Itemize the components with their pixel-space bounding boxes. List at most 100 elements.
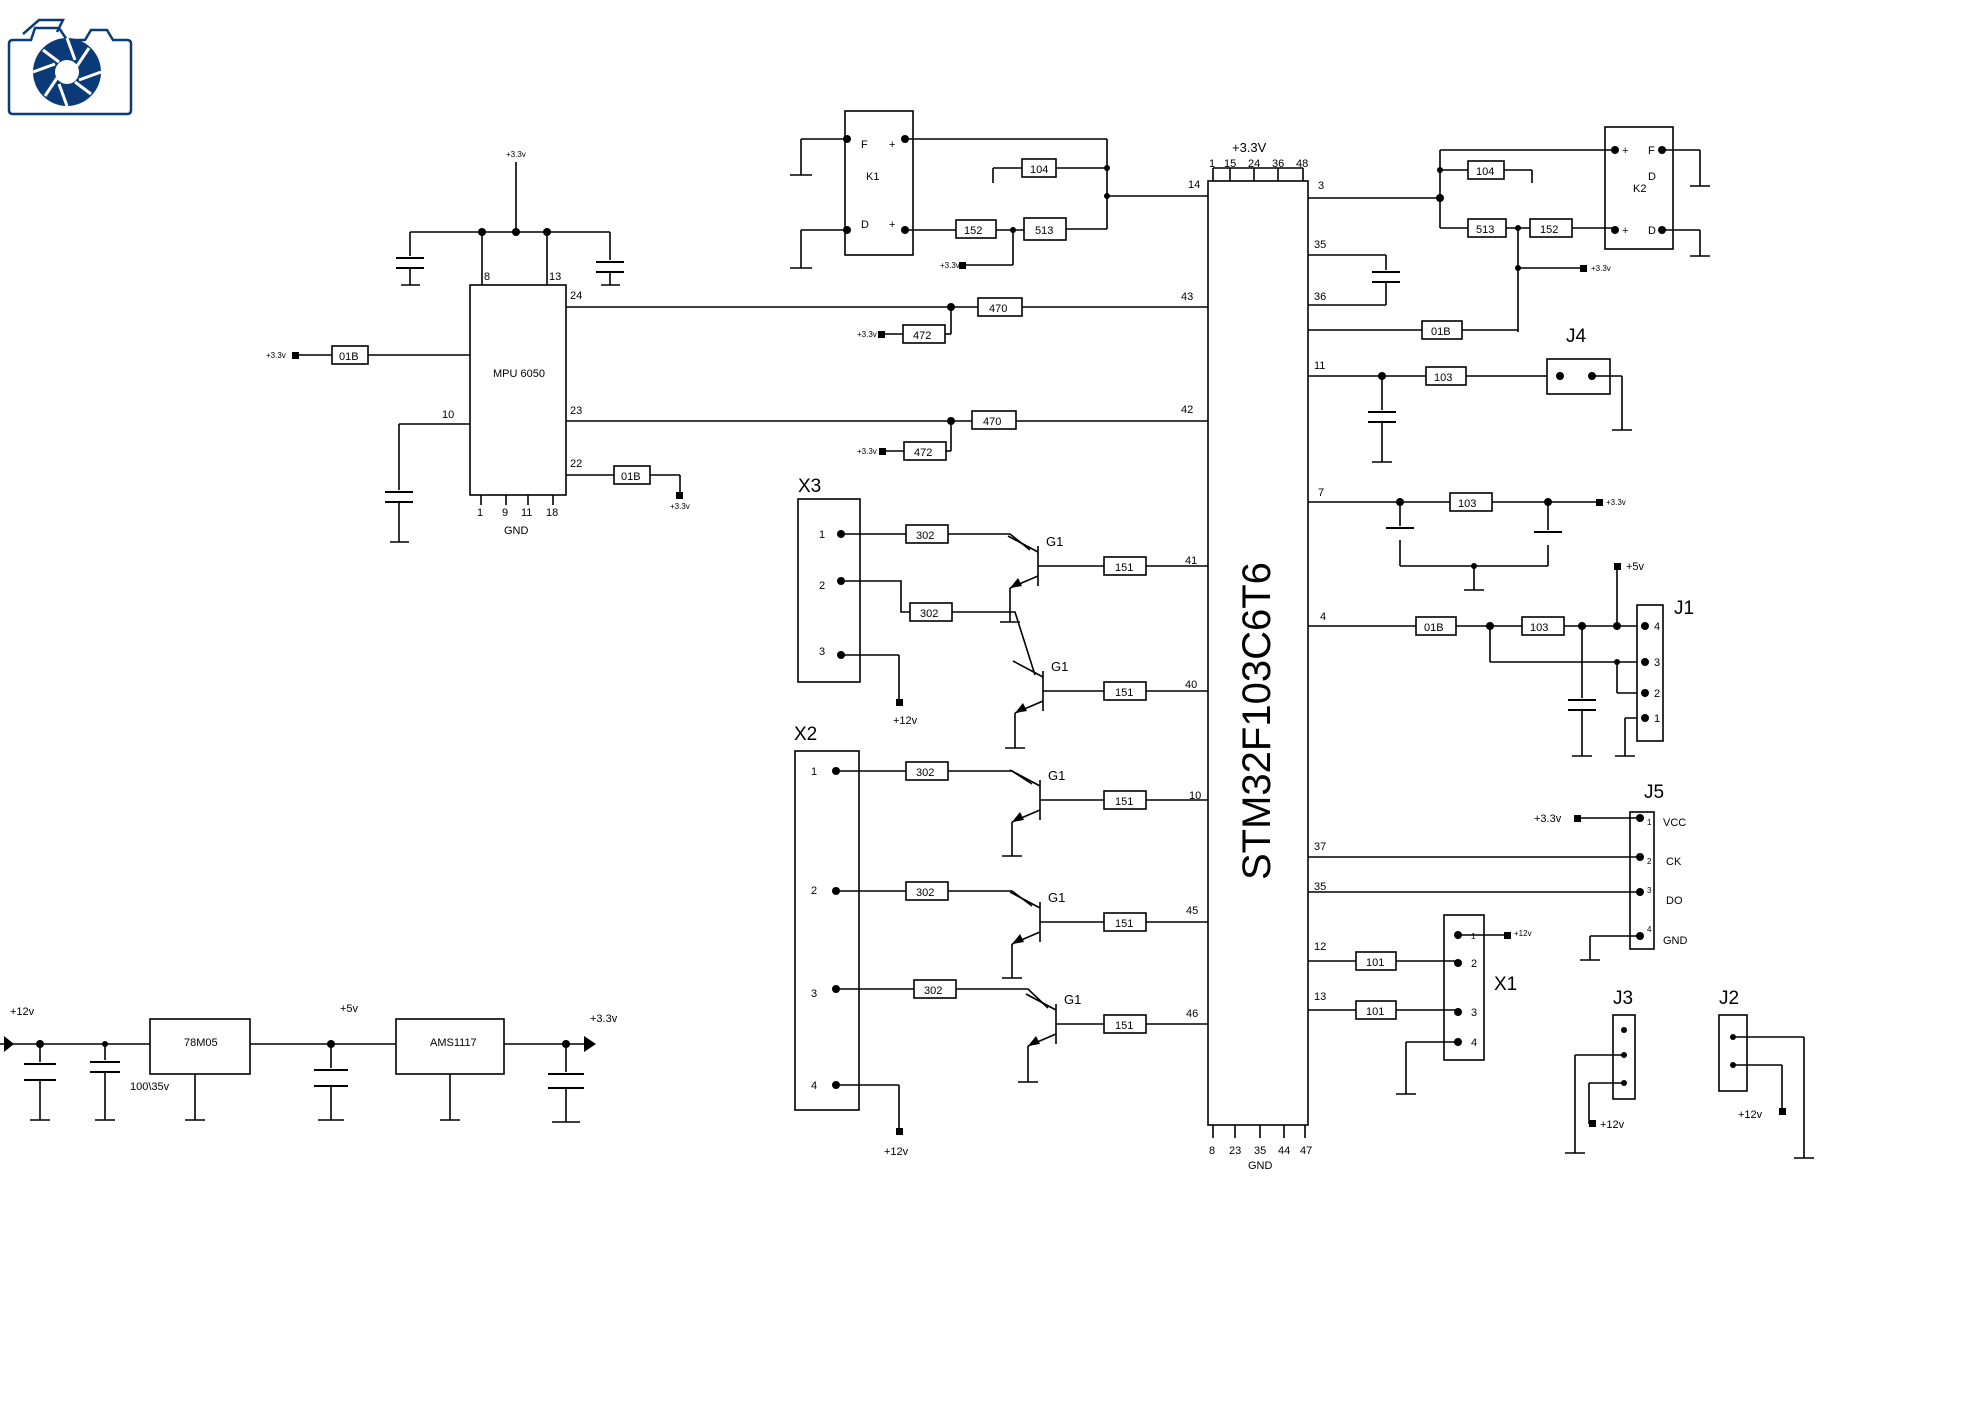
x1-pin: 3: [1471, 1007, 1477, 1019]
resistor-label: 151: [1115, 562, 1133, 574]
x2-pin: 1: [811, 766, 817, 778]
decoupling-7: 103 +3.3v: [1308, 492, 1626, 591]
j1-pin: 2: [1654, 688, 1660, 700]
j3-name: J3: [1613, 988, 1633, 1009]
mpu-gnd-label: GND: [504, 525, 529, 537]
x1-connector: X1 1 2 3 4 +12v 101 101: [1308, 914, 1532, 1095]
power-supply: +12v 100\35v 78M05 +5v: [0, 1003, 618, 1123]
mcu-top-pin: 1: [1209, 158, 1215, 170]
mpu-pin: 1: [477, 507, 483, 519]
j5-pin-label: CK: [1666, 856, 1682, 868]
j5-pin: 1: [1647, 818, 1652, 827]
pin-label: 7: [1318, 487, 1324, 499]
camera-shutter-icon: [7, 18, 133, 116]
mpu-supply-label: +3.3v: [506, 150, 526, 159]
pin-label: 46: [1186, 1008, 1198, 1020]
pin-label: 4: [1320, 611, 1326, 623]
resistor-label: 01B: [1431, 326, 1451, 338]
mpu-pin: 11: [521, 507, 532, 519]
pin-label: 43: [1181, 291, 1193, 303]
j5-pin-label: GND: [1663, 935, 1688, 947]
supply-label: +12v: [1738, 1109, 1763, 1121]
pin-label: 41: [1185, 555, 1197, 567]
x2-pin: 2: [811, 885, 817, 897]
k2-d-label: D: [1648, 225, 1656, 237]
x1-pin: 4: [1471, 1037, 1477, 1049]
pin-label: 3: [1318, 180, 1324, 192]
resistor-label: 513: [1035, 225, 1053, 237]
resistor-label: 01B: [1424, 622, 1444, 634]
resistor-label: 151: [1115, 918, 1133, 930]
pin-label: 14: [1188, 179, 1200, 191]
j5-pin: 2: [1647, 857, 1652, 866]
j2-name: J2: [1719, 988, 1739, 1009]
j1-pin: 3: [1654, 657, 1660, 669]
mcu-bottom-pin: 47: [1300, 1145, 1312, 1157]
mpu-in-supply: +3.3v: [266, 351, 286, 360]
supply-label: +3.3v: [1606, 498, 1626, 507]
mpu-name: MPU 6050: [493, 368, 545, 380]
resistor-label: 152: [964, 225, 982, 237]
supply-label: +3.3v: [940, 261, 960, 270]
pin-label: 10: [1189, 790, 1201, 802]
mcu-top-pin: 24: [1248, 158, 1260, 170]
pin-label: 36: [1314, 291, 1326, 303]
supply-label: +3.3v: [857, 447, 877, 456]
j5-pin: 4: [1647, 925, 1652, 934]
k1-plus-label: +: [889, 139, 895, 151]
k1-module: K1 F D + + 104: [790, 110, 1208, 270]
pin-label: 35: [1314, 881, 1326, 893]
supply-label: +12v: [893, 715, 918, 727]
mcu-top-pin: 15: [1224, 158, 1236, 170]
reg1-name: 78M05: [184, 1037, 218, 1049]
mpu-pin: 8: [484, 271, 490, 283]
pin-label: 11: [1314, 360, 1325, 372]
resistor-label: 151: [1115, 687, 1133, 699]
mpu-pin: 10: [442, 409, 454, 421]
k1-plus-label: +: [889, 219, 895, 231]
resistor-label: 151: [1115, 1020, 1133, 1032]
k2-plus-label: +: [1622, 145, 1628, 157]
j1-connector: 01B 103 +5v: [1308, 561, 1694, 757]
k1-name: K1: [866, 171, 879, 183]
mcu-top-pin: 48: [1296, 158, 1308, 170]
resistor-label: 302: [924, 985, 942, 997]
mcu-name: STM32F103C6T6: [1235, 562, 1279, 880]
mpu-pin: 9: [502, 507, 508, 519]
resistor-label: 103: [1458, 498, 1476, 510]
mpu-pin: 23: [570, 405, 582, 417]
pin-label: 37: [1314, 841, 1326, 853]
j4-connector: 103 J4: [1308, 326, 1632, 463]
resistor-label: 470: [983, 416, 1001, 428]
transistor-label: G1: [1048, 890, 1065, 905]
power-in-label: +12v: [10, 1006, 35, 1018]
pin-label: 35: [1314, 239, 1326, 251]
resistor-label: 104: [1030, 164, 1048, 176]
x2-pin: 3: [811, 988, 817, 1000]
pin-label: 42: [1181, 404, 1193, 416]
resistor-label: 01B: [339, 351, 359, 363]
resistor-label: 302: [916, 530, 934, 542]
x2-pin: 4: [811, 1080, 817, 1092]
k2-f-label: F: [1648, 145, 1655, 157]
resistor-label: 152: [1540, 224, 1558, 236]
pin-label: 13: [1314, 991, 1326, 1003]
x2-connector: X2 1 2 3 4 +12v: [794, 724, 909, 1158]
pin-label: 40: [1185, 679, 1197, 691]
pin-label: 45: [1186, 905, 1198, 917]
pin-label: 12: [1314, 941, 1326, 953]
k1-d-label: D: [861, 219, 869, 231]
resistor-label: 513: [1476, 224, 1494, 236]
x1-pin: 2: [1471, 958, 1477, 970]
resistor-label: 302: [920, 608, 938, 620]
x3-name: X3: [798, 476, 821, 497]
resistor-label: 103: [1434, 372, 1452, 384]
resistor-label: 101: [1366, 1006, 1384, 1018]
resistor-label: 151: [1115, 796, 1133, 808]
j2-connector: J2 +12v: [1718, 988, 1814, 1159]
mpu-pin: 22: [570, 458, 582, 470]
reg2-name: AMS1117: [430, 1037, 477, 1049]
x3-pin: 3: [819, 646, 825, 658]
